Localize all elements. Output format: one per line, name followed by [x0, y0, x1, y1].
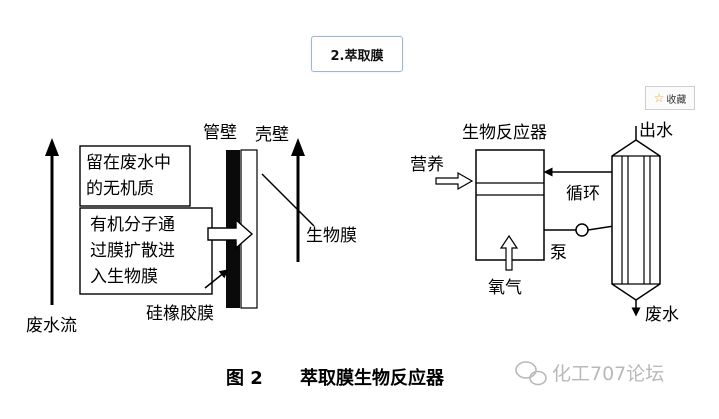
section-title: 2.萃取膜 — [311, 36, 403, 72]
favorite-button[interactable]: ☆ 收藏 — [645, 86, 695, 110]
tube-wall-label: 管壁 — [203, 123, 237, 143]
silicone-membrane-label: 硅橡胶膜 — [146, 304, 214, 324]
watermark-text: 化工707论坛 — [552, 363, 664, 385]
wastewater-flow-label: 废水流 — [26, 316, 77, 336]
pump-line-right — [587, 225, 615, 231]
shell-flow-arrow — [291, 138, 305, 262]
water-out-label: 出水 — [639, 121, 673, 141]
nutrients-arrow — [435, 171, 474, 191]
oxygen-arrow — [499, 234, 519, 271]
pump-icon — [575, 223, 589, 237]
diffusion-arrow — [207, 218, 254, 250]
pump-label: 泵 — [550, 243, 567, 263]
membrane-module — [611, 126, 661, 317]
figure-caption: 萃取膜生物反应器 — [300, 367, 445, 389]
recycle-label: 循环 — [566, 184, 600, 204]
oxygen-label: 氧气 — [488, 278, 522, 298]
biofilm-label: 生物膜 — [306, 226, 357, 246]
organic-box-line-1: 有机分子通 — [90, 215, 175, 235]
figure-number: 图 2 — [226, 368, 263, 389]
organic-box-line-2: 过膜扩散进 — [90, 241, 175, 261]
biofilm-pointer — [261, 173, 315, 227]
inorganic-box-line-2: 的无机质 — [86, 179, 154, 199]
wechat-logo-icon — [515, 361, 547, 386]
star-outline-icon: ☆ — [653, 91, 665, 105]
shell-wall-label: 壳壁 — [255, 125, 289, 145]
wastewater-label: 废水 — [645, 305, 679, 325]
bioreactor-label: 生物反应器 — [462, 123, 547, 143]
organic-box — [79, 207, 213, 295]
inorganic-box-line-1: 留在废水中 — [86, 153, 171, 173]
organic-box-line-3: 入生物膜 — [90, 267, 158, 287]
favorite-label: 收藏 — [666, 94, 687, 106]
wastewater-flow-arrow — [45, 138, 59, 305]
inorganic-box — [79, 145, 191, 207]
nutrients-label: 营养 — [410, 155, 444, 175]
membrane-pointer — [204, 269, 229, 289]
